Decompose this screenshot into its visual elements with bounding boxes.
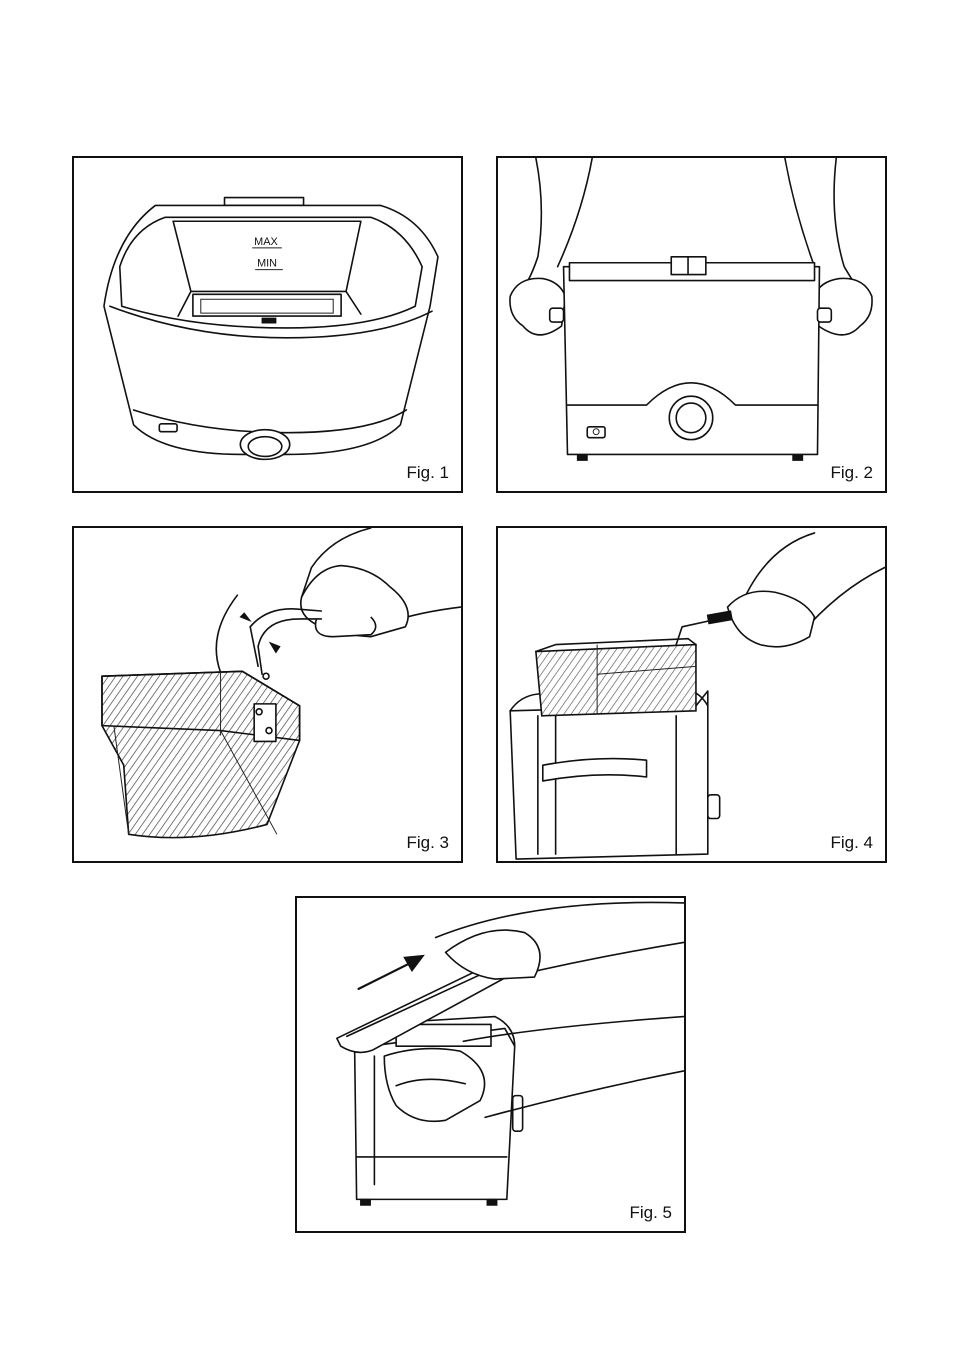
figure-1-caption: Fig. 1 [406,463,449,483]
figure-5-panel: Fig. 5 [295,896,686,1233]
figure-5-caption: Fig. 5 [629,1203,672,1223]
lifting-fryer-illustration [498,158,885,491]
figure-3-caption: Fig. 3 [406,833,449,853]
figure-2-caption: Fig. 2 [830,463,873,483]
fryer-open-illustration: MAX MIN [74,158,461,491]
figure-4-panel: Fig. 4 [496,526,887,863]
lower-basket-illustration [498,528,885,861]
figure-4-caption: Fig. 4 [830,833,873,853]
figure-3-panel: Fig. 3 [72,526,463,863]
figure-2-panel: Fig. 2 [496,156,887,493]
slide-lid-illustration [297,898,684,1231]
min-level-label: MIN [257,258,277,270]
attach-handle-illustration [74,528,461,861]
max-level-label: MAX [254,236,278,248]
figure-1-panel: MAX MIN Fig. 1 [72,156,463,493]
